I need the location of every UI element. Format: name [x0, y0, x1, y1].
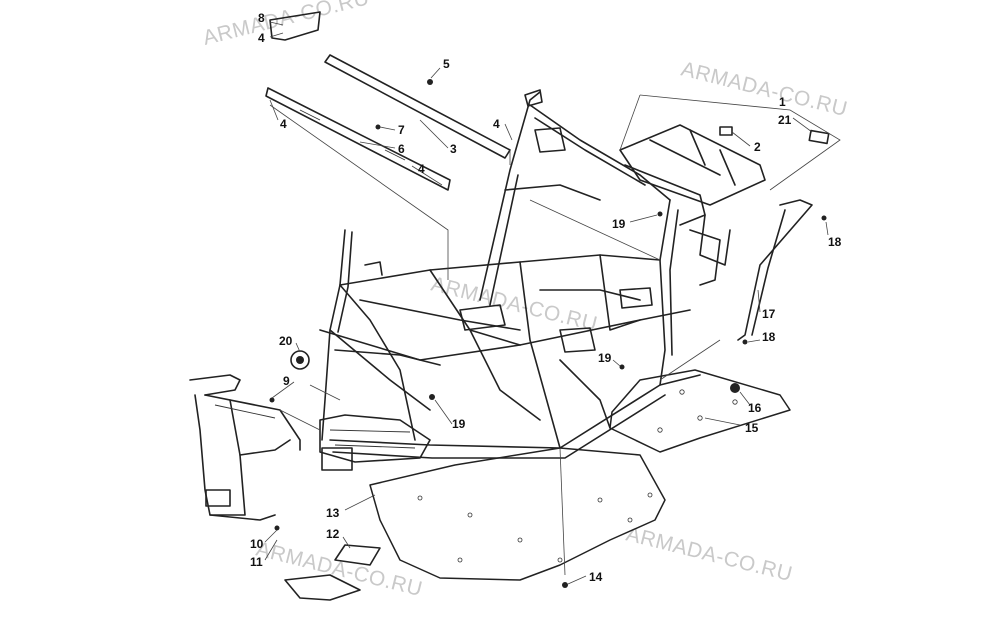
callout-18: 18 — [828, 235, 842, 249]
callout-17: 17 — [762, 307, 776, 321]
horn — [290, 350, 310, 370]
callout-4: 4 — [418, 162, 425, 176]
callout-18: 18 — [762, 330, 776, 344]
callout-20: 20 — [279, 334, 293, 348]
callout-13: 13 — [326, 506, 340, 520]
callout-5: 5 — [443, 57, 450, 71]
callout-12: 12 — [326, 527, 340, 541]
callout-16: 16 — [748, 401, 762, 415]
callout-19: 19 — [452, 417, 466, 431]
watermark: ARMADA-CO.RU — [201, 0, 372, 50]
callout-8: 8 — [258, 11, 265, 25]
callout-4: 4 — [493, 117, 500, 131]
callout-19: 19 — [598, 351, 612, 365]
reference-lines — [269, 94, 841, 576]
main-frame — [319, 89, 766, 471]
front-bumper — [189, 374, 301, 521]
roof-rail-assembly — [265, 11, 511, 191]
callout-9: 9 — [283, 374, 290, 388]
callout-4: 4 — [280, 117, 287, 131]
watermark: ARMADA-CO.RU — [624, 523, 795, 587]
hardware — [269, 79, 830, 588]
callout-6: 6 — [398, 142, 405, 156]
callout-1: 1 — [779, 95, 786, 109]
callout-labels: 8 4 5 4 7 6 3 4 4 1 21 2 19 18 17 18 20 … — [250, 11, 842, 584]
callout-leaders — [264, 21, 829, 585]
watermark: ARMADA-CO.RU — [679, 58, 850, 122]
watermark: ARMADA-CO.RU — [429, 273, 600, 337]
callout-21: 21 — [778, 113, 792, 127]
rear-floor-pan — [609, 369, 791, 453]
callout-7: 7 — [398, 123, 405, 137]
front-floor-pan — [369, 447, 666, 581]
callout-2: 2 — [754, 140, 761, 154]
callout-4: 4 — [258, 31, 265, 45]
callout-14: 14 — [589, 570, 603, 584]
skid-bracket — [284, 544, 381, 601]
callout-15: 15 — [745, 421, 759, 435]
callout-10: 10 — [250, 537, 264, 551]
callout-19: 19 — [612, 217, 626, 231]
callout-3: 3 — [450, 142, 457, 156]
side-bar — [737, 199, 813, 341]
callout-11: 11 — [250, 555, 263, 569]
